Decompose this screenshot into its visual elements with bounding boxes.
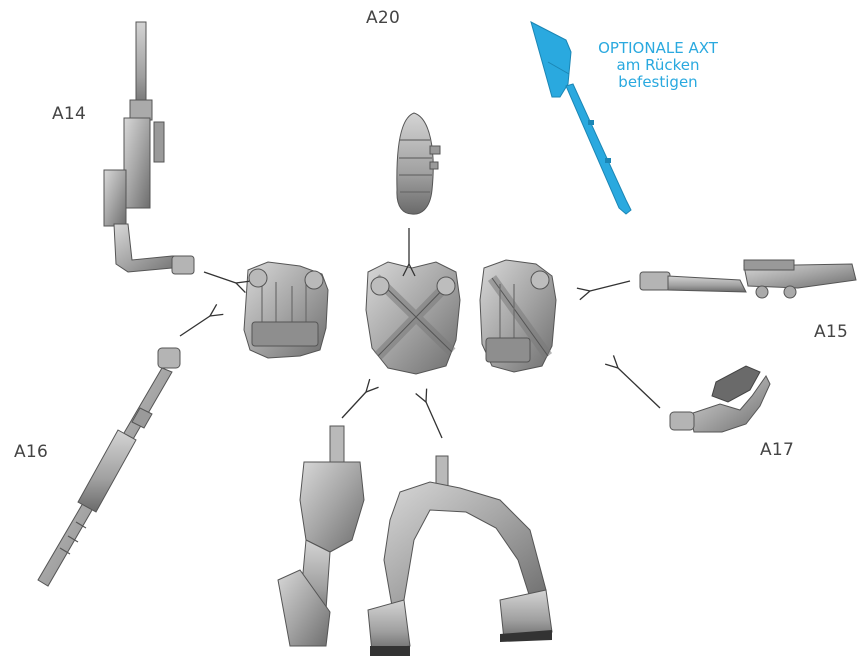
note-line-3: befestigen xyxy=(588,74,728,91)
arrow-a17-to-torso xyxy=(618,368,660,408)
arrow-left-leg-to-torso xyxy=(342,392,366,418)
label-a16: A16 xyxy=(14,442,48,462)
arrow-a14-to-torso xyxy=(204,272,236,283)
arrow-a15-to-torso xyxy=(590,281,630,291)
weapon-arm-a16-part xyxy=(38,348,180,586)
weapon-arm-a15-part xyxy=(640,260,856,298)
weapon-arm-a14-part xyxy=(104,22,194,274)
arrow-a16-to-torso xyxy=(180,316,210,336)
label-a14: A14 xyxy=(52,104,86,124)
legs-left-part xyxy=(278,426,364,646)
torso-left-part xyxy=(244,262,328,358)
label-a15: A15 xyxy=(814,322,848,342)
head-part xyxy=(397,113,440,214)
optional-axe-note: OPTIONALE AXT am Rücken befestigen xyxy=(588,40,728,91)
torso-right-part xyxy=(480,260,556,372)
arrow-right-leg-to-torso xyxy=(426,402,442,438)
label-a20: A20 xyxy=(366,8,400,28)
legs-right-part xyxy=(368,456,552,656)
note-line-2: am Rücken xyxy=(588,57,728,74)
note-line-1: OPTIONALE AXT xyxy=(588,40,728,57)
torso-center-part xyxy=(366,262,460,374)
label-a17: A17 xyxy=(760,440,794,460)
fist-arm-a17-part xyxy=(670,366,770,432)
